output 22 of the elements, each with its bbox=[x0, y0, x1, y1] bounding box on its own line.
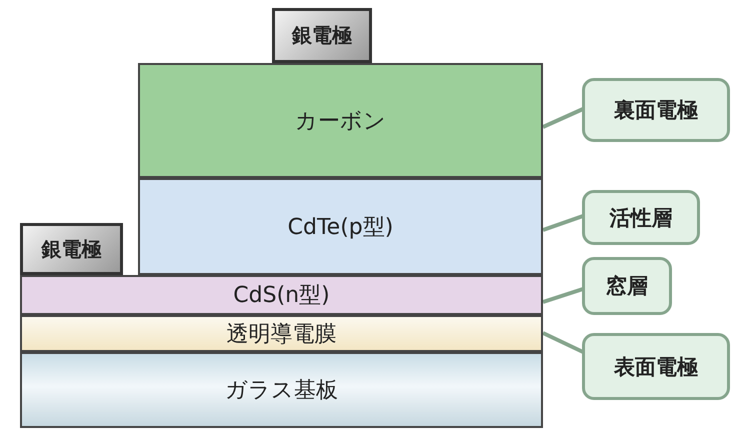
layer-band bbox=[20, 315, 543, 352]
callout-bubble bbox=[582, 257, 672, 315]
electrode-label: 銀電極 bbox=[292, 22, 352, 49]
layer-band bbox=[20, 352, 543, 428]
layer-label: 透明導電膜 bbox=[226, 320, 336, 348]
callout-label: 表面電極 bbox=[614, 354, 698, 380]
layer-label: CdS(n型) bbox=[233, 282, 330, 310]
layer-band bbox=[138, 178, 543, 275]
callout-label: 活性層 bbox=[610, 204, 672, 232]
callout-label: 裏面電極 bbox=[614, 97, 698, 124]
electrode-block bbox=[272, 8, 372, 63]
callout-bubble bbox=[582, 78, 730, 142]
electrode-block bbox=[20, 223, 123, 275]
layer-label: カーボン bbox=[295, 108, 386, 136]
callout-label: 窓層 bbox=[606, 273, 648, 300]
layer-label: ガラス基板 bbox=[225, 377, 338, 405]
electrode-label: 銀電極 bbox=[42, 236, 102, 262]
layer-band bbox=[20, 275, 543, 315]
layer-band bbox=[138, 63, 543, 178]
layer-label: CdTe(p型) bbox=[288, 214, 394, 242]
callout-bubble bbox=[582, 190, 700, 245]
callout-bubble bbox=[582, 333, 730, 400]
